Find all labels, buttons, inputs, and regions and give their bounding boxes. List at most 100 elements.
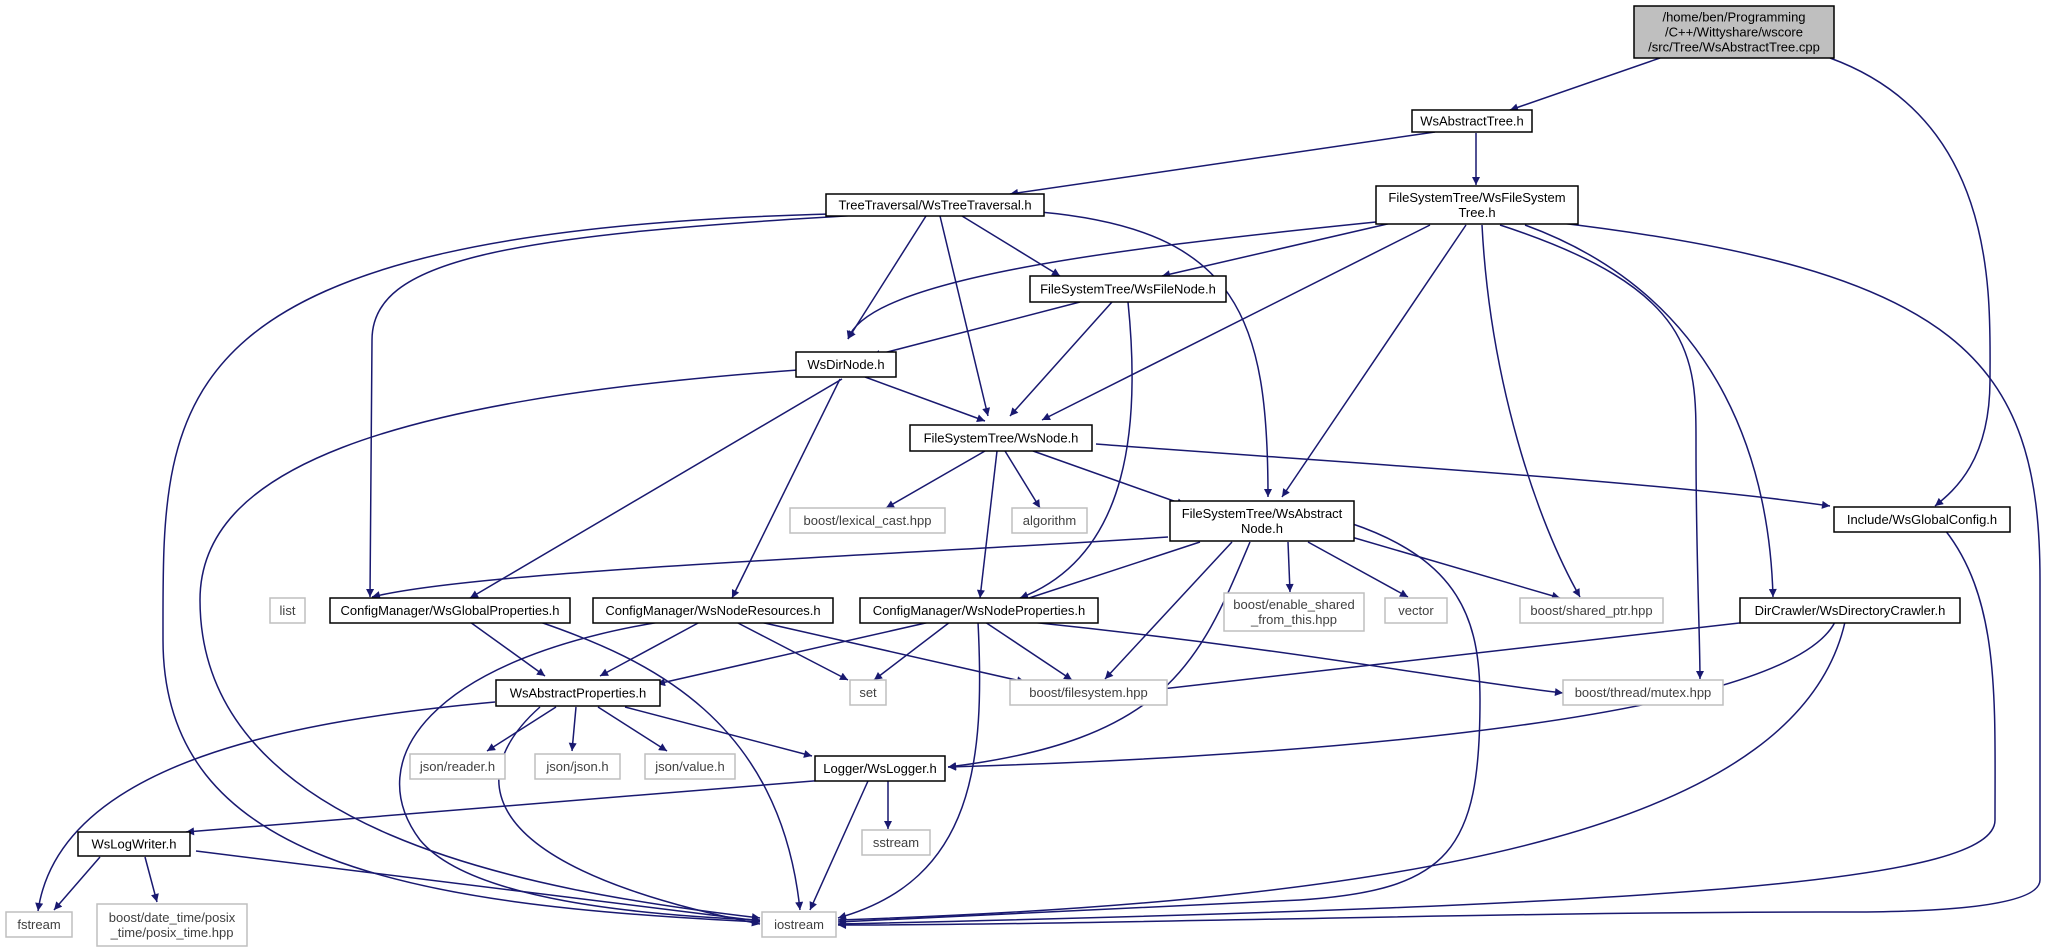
node-posix-time[interactable]: boost/date_time/posix_time/posix_time.hp… [96, 903, 248, 947]
node-label-line: Logger/WsLogger.h [823, 761, 936, 776]
edge-wsabstractnode-filesystem [1104, 541, 1233, 680]
node-algorithm[interactable]: algorithm [1011, 507, 1088, 534]
edge-wsdirnode-wsglobalprops [469, 378, 843, 599]
node-label-line: _from_this.hpp [1250, 612, 1337, 627]
edge-filesystemtree-wsdirnode [846, 221, 1377, 340]
edge-wsnoderesources-set [735, 621, 849, 681]
node-lexical-cast[interactable]: boost/lexical_cast.hpp [789, 507, 946, 534]
edge-wsnodeprops-mutex [1029, 621, 1564, 697]
edge-wsglobalprops-iostream [539, 621, 804, 911]
node-label-line: iostream [774, 917, 824, 932]
edge-wsnodeprops-iostream [837, 621, 981, 920]
node-label-line: WsDirNode.h [807, 357, 884, 372]
node-json-json[interactable]: json/json.h [534, 753, 621, 780]
edge-wsglobalconfig-iostream [837, 529, 1996, 928]
node-wsabstracttree-h[interactable]: WsAbstractTree.h [1411, 109, 1533, 133]
node-box [1384, 597, 1448, 624]
node-label-line: boost/date_time/posix [109, 910, 236, 925]
edge-treetraversal-wsdirnode [847, 215, 927, 340]
edge-wsabstractnode-vector [1307, 541, 1409, 598]
node-box [825, 193, 1045, 217]
node-fstream[interactable]: fstream [5, 911, 73, 938]
node-wsnode[interactable]: FileSystemTree/WsNode.h [909, 424, 1093, 452]
node-treetraversal[interactable]: TreeTraversal/WsTreeTraversal.h [825, 193, 1045, 217]
node-label-line: FileSystemTree/WsFileSystem [1388, 190, 1565, 205]
edge-wsabstractprops-wslogger [624, 706, 813, 758]
node-label-line: Node.h [1241, 521, 1283, 536]
node-json-reader[interactable]: json/reader.h [409, 753, 506, 780]
node-box [1739, 597, 1961, 624]
node-wslogger[interactable]: Logger/WsLogger.h [814, 755, 946, 782]
node-sstream[interactable]: sstream [861, 829, 931, 856]
node-label-line: list [280, 603, 296, 618]
node-iostream[interactable]: iostream [761, 911, 837, 938]
node-label-line: boost/enable_shared [1233, 597, 1354, 612]
node-json-value[interactable]: json/value.h [644, 753, 736, 780]
node-label-line: set [859, 685, 877, 700]
node-label-line: /C++/Wittyshare/wscore [1665, 25, 1803, 40]
node-box [1411, 109, 1533, 133]
edge-filesystemtree-wsabstractnode [1281, 224, 1467, 498]
node-set[interactable]: set [849, 679, 887, 706]
node-mutex[interactable]: boost/thread/mutex.hpp [1562, 679, 1724, 706]
edge-root-wsabstracttree [1509, 57, 1661, 112]
node-shared-ptr[interactable]: boost/shared_ptr.hpp [1519, 597, 1664, 624]
edge-wslogwriter-posix-time [144, 856, 159, 903]
node-wsglobalprops[interactable]: ConfigManager/WsGlobalProperties.h [329, 597, 571, 624]
node-box [1519, 597, 1664, 624]
edge-wsabstracttree-treetraversal [1009, 131, 1436, 197]
node-filesystem[interactable]: boost/filesystem.hpp [1009, 679, 1168, 706]
node-label-line: WsAbstractTree.h [1420, 114, 1524, 129]
node-wsdirnode[interactable]: WsDirNode.h [795, 351, 897, 378]
edge-wsfilenode-wsnode [1009, 301, 1113, 417]
node-box [96, 903, 248, 947]
node-box [1633, 5, 1835, 59]
node-label-line: json/json.h [545, 759, 608, 774]
node-wsnoderesources[interactable]: ConfigManager/WsNodeResources.h [592, 597, 834, 624]
edge-wsnode-wsglobalconfig [1095, 443, 1831, 509]
node-wsfilenode[interactable]: FileSystemTree/WsFileNode.h [1029, 275, 1227, 303]
edge-wsabstractnode-list [371, 536, 1169, 599]
edge-dircrawler-filesystem [1152, 621, 1749, 694]
node-wslogwriter[interactable]: WsLogWriter.h [77, 831, 191, 857]
edge-wsnodeprops-filesystem [984, 621, 1073, 681]
node-wsabstractprops[interactable]: WsAbstractProperties.h [495, 679, 661, 707]
edge-wsabstractprops-json-reader [486, 706, 557, 752]
edge-filesystemtree-mutex [1499, 224, 1704, 680]
edge-treetraversal-wsnode [939, 215, 991, 417]
edge-wsnoderesources-iostream [398, 621, 761, 924]
edge-wsnoderesources-wsabstractprops [599, 621, 701, 677]
node-root[interactable]: /home/ben/Programming/C++/Wittyshare/wsc… [1633, 5, 1835, 59]
edge-filesystemtree-wsfilenode [1161, 221, 1397, 279]
node-vector[interactable]: vector [1384, 597, 1448, 624]
edge-filesystemtree-iostream [837, 221, 2041, 929]
node-dircrawler[interactable]: DirCrawler/WsDirectoryCrawler.h [1739, 597, 1961, 624]
node-box [859, 597, 1099, 624]
edge-wslogwriter-fstream [53, 856, 101, 911]
node-wsnodeprops[interactable]: ConfigManager/WsNodeProperties.h [859, 597, 1099, 624]
edge-treetraversal-wsabstractnode [1039, 211, 1272, 498]
node-label-line: _time/posix_time.hpp [110, 925, 234, 940]
node-wsglobalconfig[interactable]: Include/WsGlobalConfig.h [1833, 506, 2011, 533]
node-box [592, 597, 834, 624]
node-box [849, 679, 887, 706]
node-label-line: ConfigManager/WsNodeProperties.h [873, 603, 1085, 618]
node-enable-shared[interactable]: boost/enable_shared_from_this.hpp [1223, 592, 1365, 632]
node-list[interactable]: list [269, 597, 306, 624]
node-label-line: Include/WsGlobalConfig.h [1847, 512, 1997, 527]
edge-wsnode-wsabstractnode [1032, 450, 1186, 507]
node-box [1029, 275, 1227, 303]
node-box [1011, 507, 1088, 534]
edge-wsnodeprops-set [873, 621, 951, 681]
nodes: /home/ben/Programming/C++/Wittyshare/wsc… [5, 5, 2011, 947]
edge-wsnoderesources-filesystem [759, 621, 1026, 685]
node-box [761, 911, 837, 938]
edge-dircrawler-iostream [837, 621, 1846, 924]
node-label-line: ConfigManager/WsGlobalProperties.h [341, 603, 560, 618]
node-box [814, 755, 946, 782]
edge-wsabstractprops-json-json [568, 706, 577, 752]
node-label-line: vector [1398, 603, 1434, 618]
